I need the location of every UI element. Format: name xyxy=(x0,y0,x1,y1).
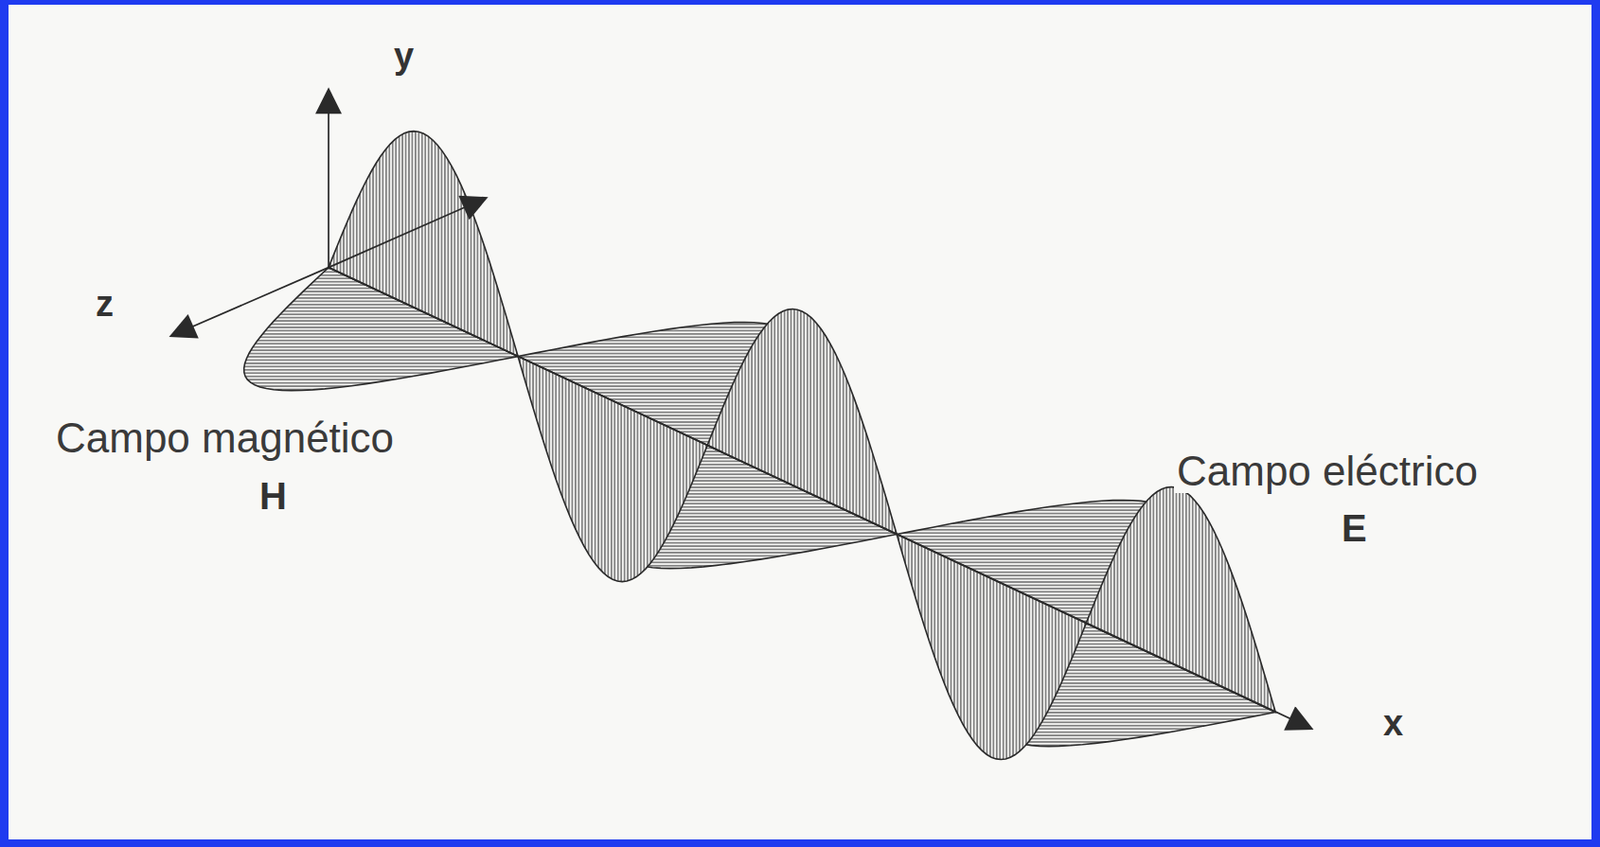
axis-label: y xyxy=(391,37,417,76)
electric-lobe xyxy=(328,131,518,357)
magnetic-field-wave xyxy=(244,267,1277,747)
electric-field-wave xyxy=(328,131,1276,761)
x-axis xyxy=(328,267,1312,729)
axis-label: x xyxy=(1380,705,1406,744)
field-symbol: E xyxy=(1338,508,1370,549)
z-axis xyxy=(171,267,329,337)
field-label: Campo magnético xyxy=(53,416,397,461)
electric-lobe xyxy=(896,534,1086,761)
field-label: Campo eléctrico xyxy=(1173,449,1481,494)
y-axis xyxy=(327,89,330,268)
electric-lobe xyxy=(707,309,897,535)
axis-label: z xyxy=(92,285,117,324)
electric-lobe xyxy=(517,356,708,583)
picture-frame: y z x Campo magnéticoH Campo eléctricoE xyxy=(8,4,1592,840)
axis-arrow xyxy=(328,197,486,267)
field-symbol: H xyxy=(256,476,290,516)
electric-lobe xyxy=(1085,487,1276,713)
